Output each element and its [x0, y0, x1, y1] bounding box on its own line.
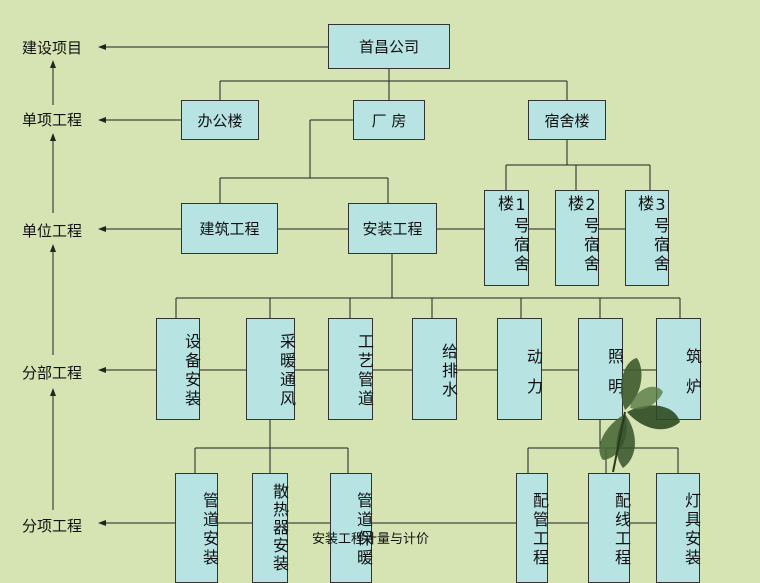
level-label-single-project: 单项工程 [22, 111, 83, 129]
node-dorm-1: 1号宿舍楼 [484, 190, 530, 286]
node-wiring-engineering: 配线工程 [588, 473, 631, 583]
node-pipe-installation: 管道安装 [175, 473, 219, 583]
node-pipe-insulation: 管道保暖 [330, 473, 373, 583]
clover-decoration [599, 358, 680, 473]
node-building-engineering: 建筑工程 [181, 203, 278, 254]
node-root: 首昌公司 [328, 24, 450, 69]
node-office-building: 办公楼 [181, 100, 259, 140]
level-label-subitem-project: 分项工程 [22, 517, 83, 535]
node-dorm-3: 3号宿舍楼 [625, 190, 670, 286]
node-process-pipe: 工艺管道 [328, 318, 374, 420]
node-conduit-engineering: 配管工程 [516, 473, 549, 583]
node-equipment-install: 设备安装 [156, 318, 201, 420]
footer-caption: 安装工程计量与计价 [312, 532, 430, 547]
level-label-construction-project: 建设项目 [22, 39, 83, 57]
node-dorm-2: 2号宿舍楼 [555, 190, 600, 286]
node-lighting: 照明 [578, 318, 624, 420]
node-dormitory: 宿舍楼 [528, 100, 606, 140]
node-factory: 厂 房 [353, 100, 425, 140]
level-label-divisional-project: 分部工程 [22, 364, 83, 382]
node-radiator-installation: 散热器安装 [252, 473, 289, 583]
level-label-unit-project: 单位工程 [22, 222, 83, 240]
node-power: 动力 [497, 318, 543, 420]
node-water-supply-drainage: 给排水 [412, 318, 458, 420]
node-installation-engineering: 安装工程 [348, 203, 437, 254]
node-hvac: 采暖通风 [246, 318, 296, 420]
node-lamp-installation: 灯具安装 [656, 473, 701, 583]
node-furnace: 筑炉 [656, 318, 702, 420]
